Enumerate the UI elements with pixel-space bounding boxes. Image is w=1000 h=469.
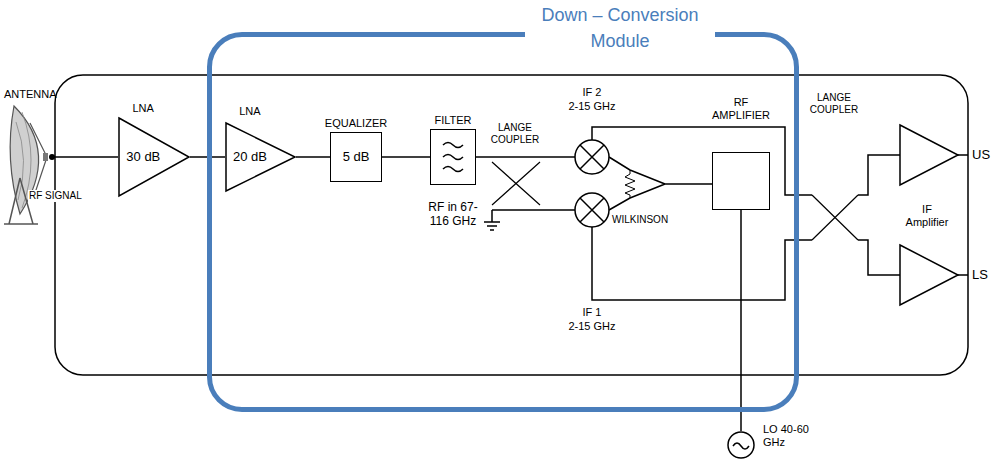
- coupler-label: LANGE COUPLER: [805, 92, 863, 116]
- receiver-housing: [55, 75, 968, 375]
- frequency-label: 2-15 GHz: [557, 100, 627, 113]
- gain-value: 5 dB: [343, 149, 370, 165]
- signal-wire: [296, 156, 330, 158]
- mixer-cross: [580, 198, 604, 222]
- equalizer-box: EQUALIZER5 dB: [330, 132, 382, 182]
- component-label: LNA: [113, 102, 173, 115]
- source-label: LO 40-60 GHz: [763, 423, 827, 449]
- ground-symbol: [484, 210, 500, 230]
- lange-coupler-symbol: [492, 162, 540, 205]
- module-title: Down – Conversion Module: [525, 2, 715, 54]
- antenna-dish: [4, 106, 48, 224]
- gain-value: 30 dB: [126, 149, 160, 165]
- mixer-symbol: [575, 140, 609, 227]
- signal-label: RF SIGNAL: [28, 190, 83, 202]
- coupler-label: LANGE COUPLER: [486, 122, 544, 146]
- frequency-label: RF in 67-116 GHz: [427, 200, 479, 229]
- coupler-wire: [492, 209, 575, 211]
- component-label: EQUALIZER: [311, 117, 401, 130]
- divider-wires: [609, 157, 712, 210]
- gain-value: 20 dB: [233, 149, 267, 165]
- rf-wire: [476, 156, 575, 158]
- triangle-outline: [119, 118, 189, 196]
- triangle-outline: [226, 123, 295, 191]
- lange-coupler-symbol: [812, 195, 858, 240]
- output-label: US: [972, 147, 990, 163]
- if-port-label: IF 1: [557, 306, 627, 319]
- component-label: RF AMPLIFIER: [709, 96, 773, 122]
- if-wire: [592, 227, 812, 300]
- filter-symbol: [443, 143, 463, 172]
- feed-horn: [43, 153, 48, 161]
- module-outline: Down – Conversion ModuleLNA20 dBEQUALIZE…: [207, 32, 799, 412]
- coupler-outputs: [858, 155, 900, 275]
- amplifier-triangle: LNA30 dB: [118, 117, 190, 197]
- rf-amplifier-box: RF AMPLIFIER: [712, 152, 770, 210]
- output-label: LS: [972, 267, 988, 283]
- mixer-circle: [575, 193, 609, 227]
- frequency-label: 2-15 GHz: [557, 320, 627, 333]
- antenna-label: ANTENNA: [4, 88, 57, 101]
- mixer-circle: [575, 140, 609, 174]
- amplifier-label: IF Amplifier: [902, 203, 952, 229]
- filter-box: FILTER: [430, 129, 476, 185]
- amplifier-triangle: LNA20 dB: [225, 122, 296, 192]
- signal-wire: [382, 156, 430, 158]
- wilkinson-divider: [609, 157, 712, 210]
- if-port-label: IF 2: [557, 86, 627, 99]
- signal-wire: [740, 210, 742, 431]
- antenna-wire: [52, 156, 118, 158]
- if-amplifier-symbol: [900, 245, 958, 305]
- component-label: LNA: [220, 105, 280, 118]
- sine-symbol: [733, 443, 749, 449]
- component-label: FILTER: [418, 114, 488, 127]
- resistor-symbol: [625, 170, 635, 198]
- source-outline: [727, 431, 755, 459]
- feed-struts: [30, 123, 47, 199]
- output-wire: [958, 155, 968, 275]
- lo-source-circle: LO 40-60 GHz: [727, 431, 755, 459]
- if-amplifier-symbol: [900, 125, 958, 185]
- circle-outline: [728, 432, 754, 458]
- combiner-label: WILKINSON: [612, 214, 668, 226]
- mixer-cross: [580, 145, 604, 169]
